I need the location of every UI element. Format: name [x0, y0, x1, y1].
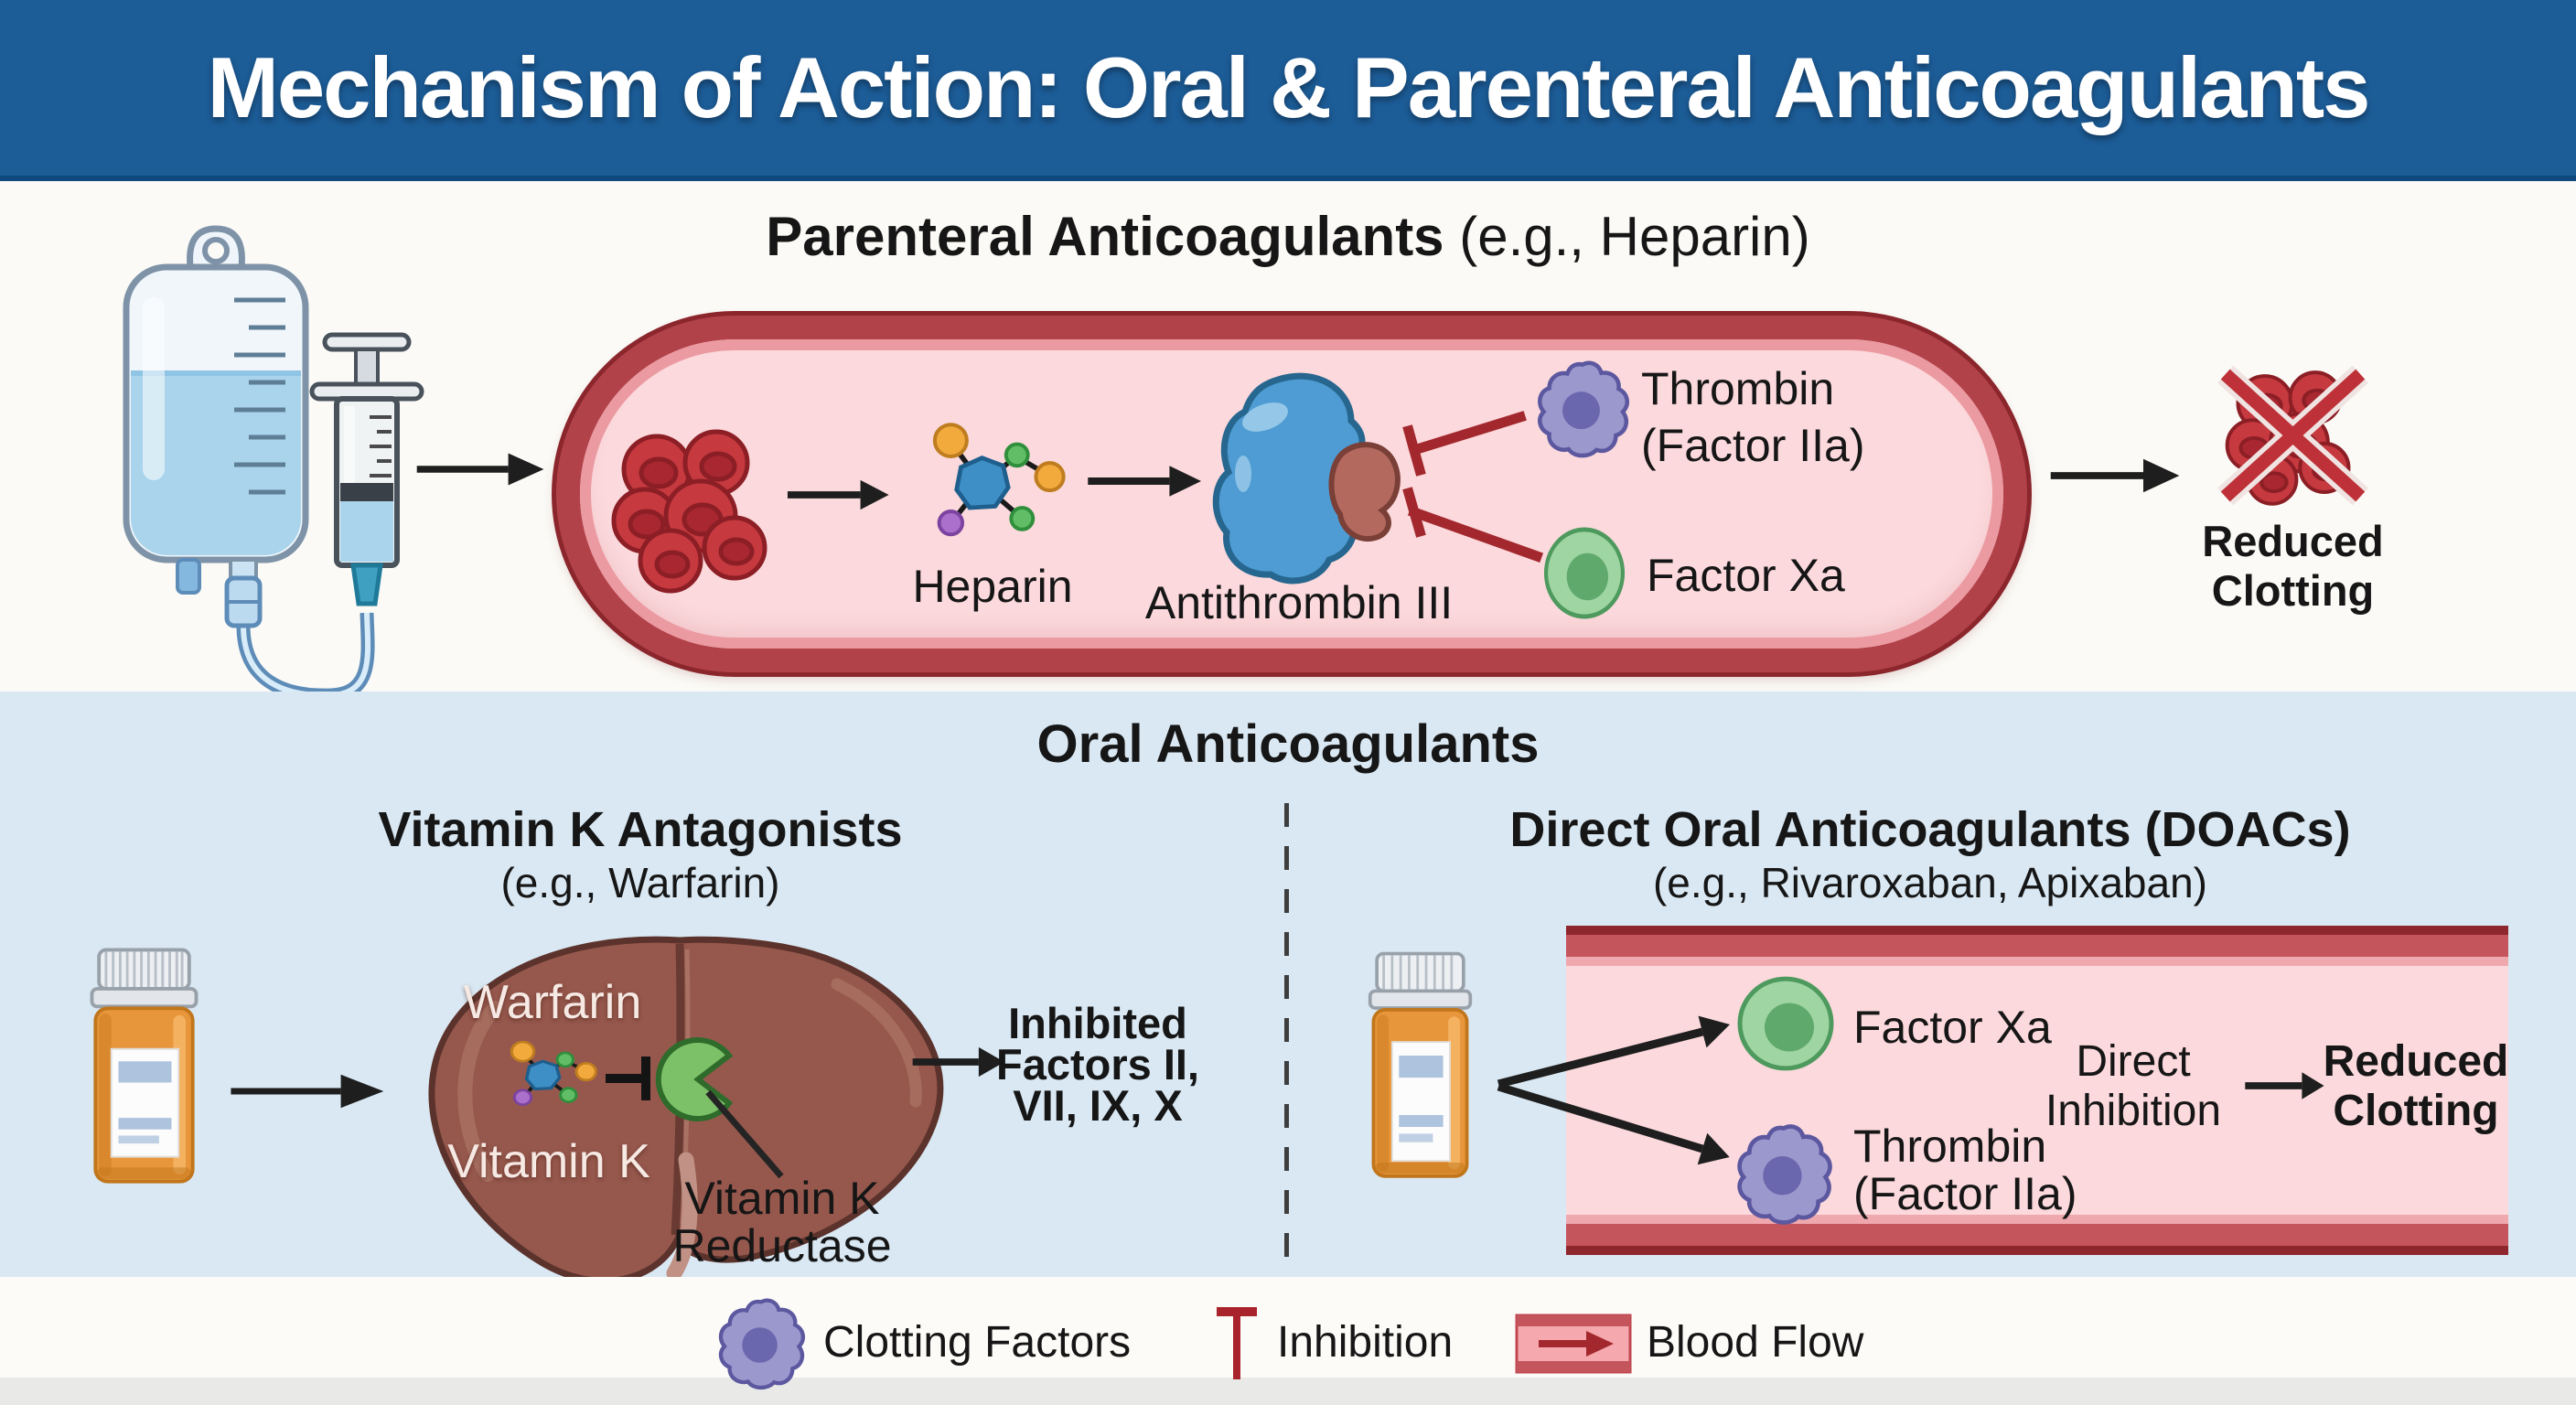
vka-title: Vitamin K Antagonists	[378, 802, 903, 857]
reduced-clotting-label: Reduced Clotting	[2202, 517, 2384, 615]
parenteral-heading-bold: Parenteral Anticoagulants	[766, 206, 1444, 267]
iv-bag-syringe-icon	[123, 225, 424, 702]
legend-clotting-factor-icon	[718, 1298, 805, 1390]
thrombin-label: Thrombin (Factor IIa)	[1641, 363, 1865, 471]
legend-inhibition-icon	[1217, 1307, 1257, 1379]
antithrombin-complex-icon	[1212, 372, 1401, 585]
legend-blood-flow-label: Blood Flow	[1647, 1318, 1864, 1367]
crossed-clot-icon	[2217, 365, 2368, 506]
legend-blood-flow-icon	[1515, 1314, 1632, 1374]
arrow-heparin-to-antithrombin	[1088, 466, 1202, 497]
reductase-pointer-line	[705, 1089, 784, 1179]
parenteral-heading-normal: (e.g., Heparin)	[1444, 206, 1810, 267]
bottom-strip	[0, 1378, 2576, 1405]
oral-heading: Oral Anticoagulants	[1036, 714, 1540, 774]
legend-inhibition-label: Inhibition	[1277, 1318, 1454, 1367]
antithrombin-label: Antithrombin III	[1144, 577, 1454, 628]
factor-xa-label: Factor Xa	[1647, 550, 1845, 601]
arrow-vessel-to-reduced	[2050, 458, 2180, 493]
legend-clotting-factors-label: Clotting Factors	[823, 1318, 1132, 1367]
doac-thrombin-label: Thrombin (Factor IIa)	[1853, 1121, 2077, 1219]
direct-inhibition-label: Direct Inhibition	[2045, 1037, 2222, 1135]
pill-bottle-doac-icon	[1368, 951, 1473, 1178]
header-bar: Mechanism of Action: Oral & Parenteral A…	[0, 0, 2576, 181]
arrow-iv-to-vessel	[416, 453, 544, 486]
doac-arrows-icon	[1497, 1015, 1730, 1165]
reductase-label: Vitamin K Reductase	[672, 1173, 892, 1271]
doac-title: Direct Oral Anticoagulants (DOACs)	[1509, 802, 2351, 857]
warfarin-molecule-icon	[510, 1040, 597, 1106]
pill-bottle-icon	[90, 948, 199, 1184]
arrow-clot-to-heparin	[787, 479, 889, 510]
heparin-molecule-icon	[932, 423, 1066, 537]
doac-reduced-clotting-label: Reduced Clotting	[2323, 1037, 2509, 1135]
panel-divider	[1284, 803, 1289, 1273]
warfarin-label: Warfarin	[463, 976, 642, 1029]
arrow-liver-to-factors	[912, 1046, 1004, 1078]
blood-vessel-doac	[1566, 926, 2508, 1255]
vka-subtitle: (e.g., Warfarin)	[500, 859, 780, 906]
doac-factor-xa-label: Factor Xa	[1853, 1002, 2052, 1053]
liver-icon	[428, 936, 944, 1284]
doac-subtitle: (e.g., Rivaroxaban, Apixaban)	[1652, 859, 2208, 906]
rbc-clot-icon	[611, 429, 767, 594]
doac-thrombin-icon	[1737, 1124, 1832, 1225]
thrombin-cell-icon	[1538, 360, 1629, 458]
inhibited-factors-label: Inhibited Factors II, VII, IX, X	[995, 999, 1199, 1130]
doac-factor-xa-icon	[1737, 976, 1834, 1071]
factor-xa-icon	[1543, 527, 1626, 619]
arrow-bottle-to-liver	[231, 1074, 384, 1109]
parenteral-heading: Parenteral Anticoagulants (e.g., Heparin…	[0, 205, 2576, 268]
heparin-label: Heparin	[912, 561, 1073, 612]
inhibition-tees-icon	[1402, 411, 1544, 563]
warfarin-inhibition-tbar-icon	[606, 1056, 650, 1100]
arrow-doac-to-reduced	[2245, 1072, 2324, 1099]
vitamin-k-label: Vitamin K	[447, 1135, 650, 1188]
page-title: Mechanism of Action: Oral & Parenteral A…	[207, 39, 2371, 135]
